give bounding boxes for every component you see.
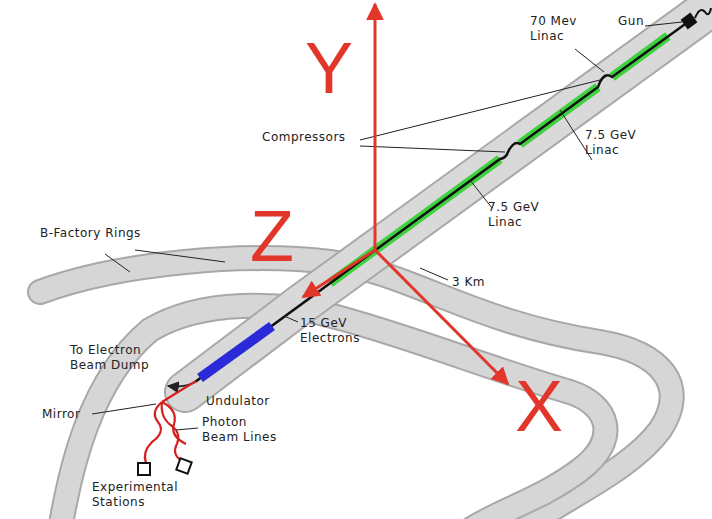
cable [695,8,711,18]
gun [681,13,698,30]
b-factory-rings [40,258,672,519]
distance-label: 3 Km [452,275,485,290]
beam-dump-label: To Electron Beam Dump [70,343,162,373]
electron-beam-line [195,22,688,382]
electrons-label: 15 GeV Electrons [300,316,366,346]
gun-label: Gun [618,14,644,29]
linac-label: 7.5 GeV Linac [488,200,550,230]
experimental-station [176,458,191,473]
axis-letter: Z [250,200,294,272]
linac-tunnel [185,6,712,392]
stations-label: Experimental Stations [92,480,192,510]
compressors-label: Compressors [262,130,346,145]
undulator-label: Undulator [206,394,270,409]
leader-lines [92,22,682,430]
photon-beam-lines [145,381,196,463]
photon-lines-label: Photon Beam Lines [202,415,286,445]
experimental-station [138,463,150,475]
undulator [200,326,272,378]
linac-label: 7.5 GeV Linac [585,128,647,158]
linac-label: 70 Mev Linac [530,14,588,44]
axis-letter: Y [305,32,353,104]
ring-label: B-Factory Rings [40,226,141,241]
mirror-label: Mirror [42,407,80,422]
axis-letter: X [515,370,563,442]
